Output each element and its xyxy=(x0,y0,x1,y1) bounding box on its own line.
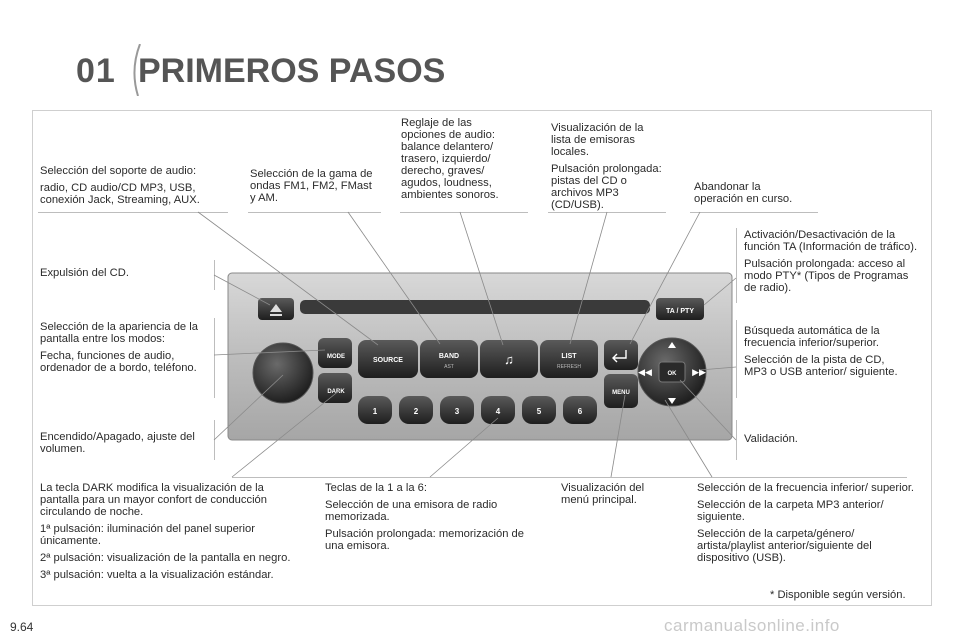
note-main-menu: Visualización del menú principal. xyxy=(561,482,645,506)
footnote: * Disponible según versión. xyxy=(770,589,906,601)
note-station-list: Visualización de la lista de emisoras lo… xyxy=(551,122,662,211)
note-dark: La tecla DARK modifica la visualización … xyxy=(40,482,291,581)
note-divider xyxy=(38,212,228,213)
note-divider xyxy=(736,228,737,303)
note-divider xyxy=(214,318,215,398)
page-number: 9.64 xyxy=(10,620,34,634)
note-divider xyxy=(548,212,666,213)
page-title: PRIMEROS PASOS xyxy=(138,52,446,90)
note-auto-search: Búsqueda automática de la frecuencia inf… xyxy=(744,325,898,378)
chapter-number: 01 xyxy=(76,52,116,90)
note-abandon: Abandonar la operación en curso. xyxy=(694,181,793,205)
note-divider xyxy=(736,320,737,398)
note-audio-options: Reglaje de las opciones de audio: balanc… xyxy=(401,117,499,201)
note-power: Encendido/Apagado, ajuste del volumen. xyxy=(40,431,195,455)
note-audio-source: Selección del soporte de audio: radio, C… xyxy=(40,165,200,206)
note-validation: Validación. xyxy=(744,433,798,445)
watermark: carmanualsonline.info xyxy=(664,616,840,635)
note-ta: Activación/Desactivación de la función T… xyxy=(744,229,918,294)
note-divider xyxy=(400,212,528,213)
note-wave-band: Selección de la gama de ondas FM1, FM2, … xyxy=(250,168,373,204)
header-divider-icon xyxy=(133,44,141,96)
note-divider xyxy=(248,212,381,213)
note-divider xyxy=(736,420,737,460)
note-divider xyxy=(690,212,818,213)
note-divider xyxy=(214,260,215,290)
note-divider xyxy=(232,477,907,478)
note-divider xyxy=(214,420,215,460)
note-display-mode: Selección de la apariencia de la pantall… xyxy=(40,321,198,374)
note-eject: Expulsión del CD. xyxy=(40,267,129,279)
note-frequency: Selección de la frecuencia inferior/ sup… xyxy=(697,482,915,564)
note-keys: Teclas de la 1 a la 6: Selección de una … xyxy=(325,482,525,552)
